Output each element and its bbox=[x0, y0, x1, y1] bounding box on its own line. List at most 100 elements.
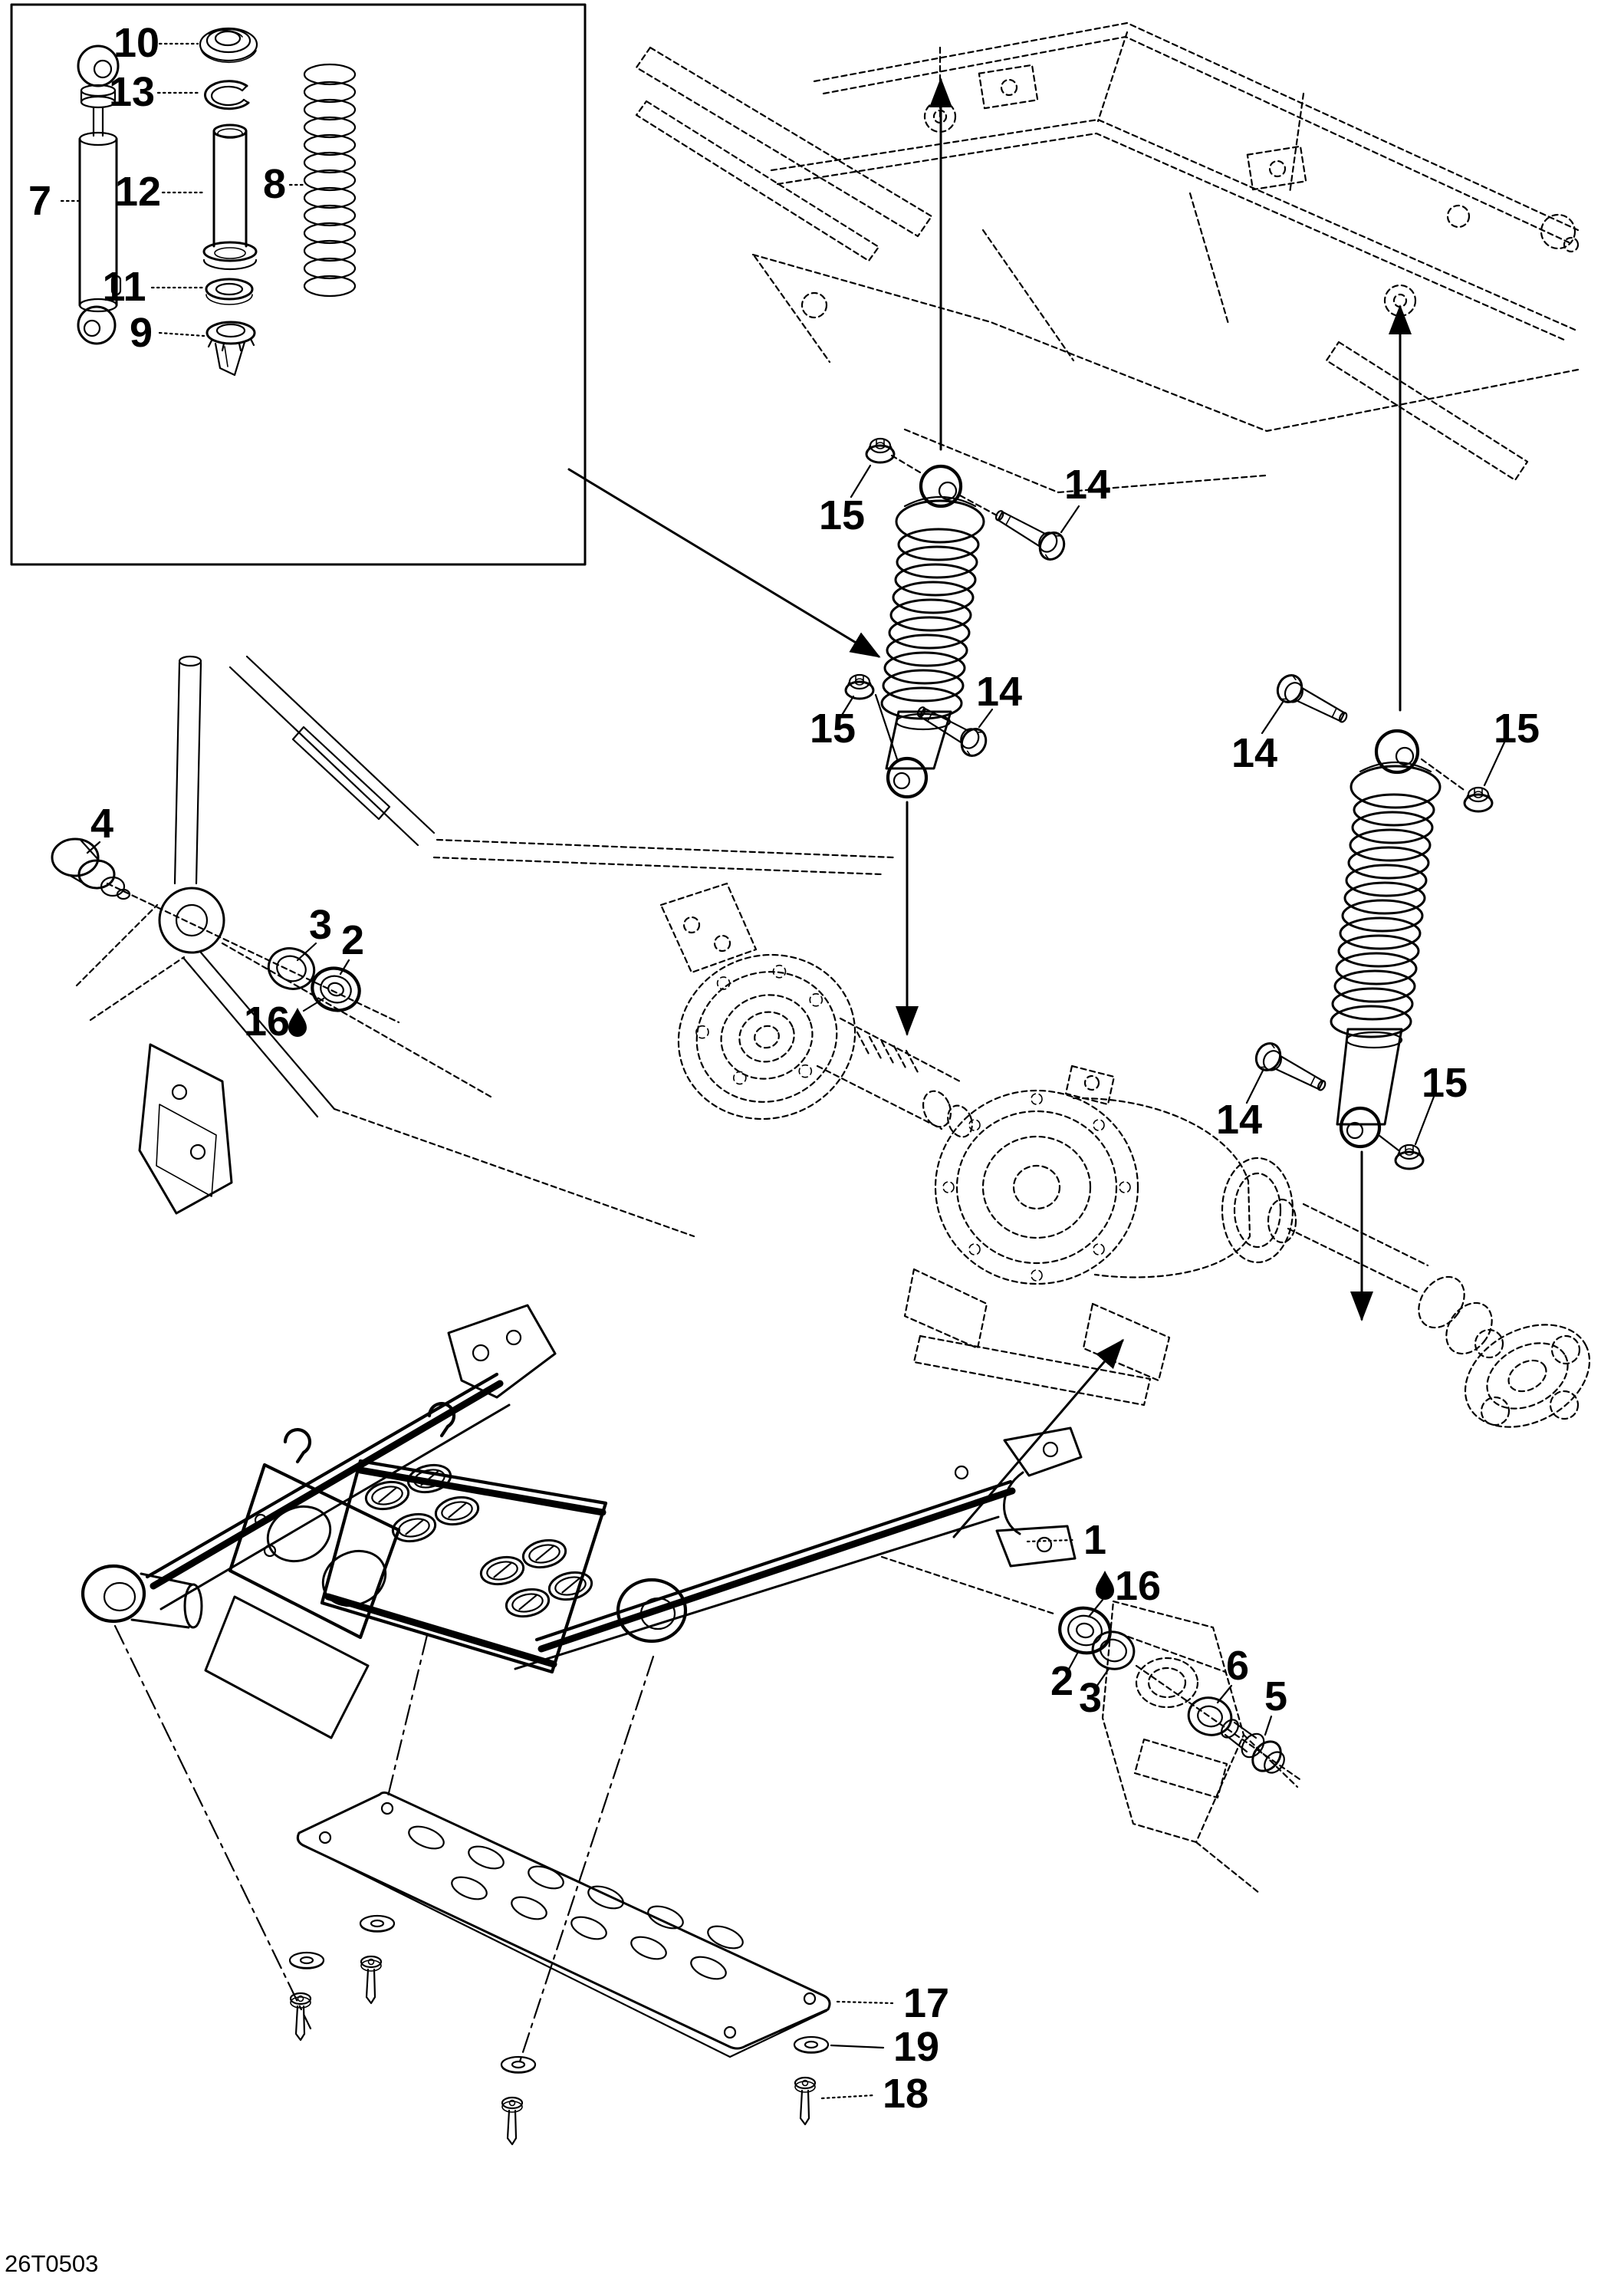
leader-18 bbox=[820, 2094, 876, 2100]
callout-15-lower-right: 15 bbox=[1422, 1060, 1468, 1106]
part-7-damper bbox=[77, 44, 122, 345]
cable-hook bbox=[427, 1402, 456, 1438]
callout-9: 9 bbox=[130, 310, 153, 356]
vehicle-frame-reference bbox=[635, 21, 1580, 494]
part-2-bearing-right bbox=[1058, 1606, 1112, 1655]
leader-14-lower-right bbox=[1245, 1068, 1265, 1104]
leader-15-upper-left bbox=[850, 464, 872, 499]
alignment-axis-2 bbox=[386, 1634, 429, 1798]
grease-droplet-icon bbox=[288, 1008, 307, 1037]
rear-axle-assembly-reference bbox=[659, 882, 1591, 1428]
leader-4 bbox=[86, 841, 101, 854]
callout-2-left: 2 bbox=[341, 917, 364, 963]
part-18-screw bbox=[794, 2076, 817, 2126]
callout-17: 17 bbox=[903, 1980, 949, 2026]
leader-15-lower-right bbox=[1414, 1095, 1435, 1146]
part-4-pivot-plug bbox=[51, 837, 131, 900]
axis-left-bearing-set bbox=[106, 882, 400, 1024]
callout-3-right: 3 bbox=[1079, 1675, 1102, 1721]
part-8-coil-spring bbox=[303, 63, 357, 298]
part-15-nut-lower-right bbox=[1394, 1143, 1425, 1170]
callout-14-lower-left: 14 bbox=[976, 669, 1022, 715]
part-6-washer bbox=[1187, 1696, 1233, 1736]
swing-arm-upper-bracket bbox=[447, 1304, 557, 1399]
part-18-screw bbox=[360, 1955, 383, 2005]
callout-11: 11 bbox=[102, 264, 146, 310]
part-14-bolt-upper-left bbox=[988, 502, 1070, 565]
right-shock-absorber-assembly: 14 15 14 15 bbox=[1216, 304, 1540, 1321]
leader-14-upper-left bbox=[1060, 505, 1080, 534]
callout-16-right: 16 bbox=[1115, 1563, 1161, 1609]
callout-18: 18 bbox=[883, 2071, 929, 2117]
part-15-nut-lower-left bbox=[844, 673, 875, 700]
left-shock-absorber-assembly: 15 14 15 14 bbox=[810, 77, 1110, 1036]
callout-15-upper-right: 15 bbox=[1494, 706, 1540, 752]
part-17-skid-plate bbox=[296, 1791, 831, 2058]
callout-14-lower-right: 14 bbox=[1216, 1097, 1262, 1143]
differential-housing bbox=[934, 1064, 1297, 1285]
leader-15-ul-dashed bbox=[890, 454, 922, 474]
part-12-sleeve bbox=[202, 123, 258, 271]
alignment-axis-1 bbox=[113, 1624, 312, 2030]
inset-detail-box: 7 10 13 12 11 9 8 bbox=[10, 3, 587, 566]
leader-14-lower-left bbox=[978, 708, 994, 729]
drawing-code: 26T0503 bbox=[5, 2250, 98, 2277]
leader-2-left bbox=[339, 959, 350, 976]
axis-15-ur bbox=[1420, 758, 1468, 793]
leader-15-lower-left bbox=[840, 695, 855, 718]
axis-right-bearing-set bbox=[880, 1555, 1055, 1615]
leader-14-upper-right bbox=[1261, 699, 1285, 735]
grease-droplet-icon bbox=[1096, 1571, 1114, 1600]
part-1-swing-arm bbox=[81, 1304, 1083, 1739]
part-11-washer bbox=[205, 278, 254, 305]
leader-5 bbox=[1264, 1715, 1273, 1736]
callout-12: 12 bbox=[115, 169, 161, 215]
leader-17 bbox=[836, 2000, 894, 2005]
swing-arm-rear-fork bbox=[954, 1426, 1083, 1568]
swing-arm-lower-tab bbox=[204, 1595, 370, 1739]
part-15-nut-upper-left bbox=[865, 437, 896, 464]
axis-14-ul bbox=[958, 494, 998, 517]
part-19-washer bbox=[359, 1914, 396, 1933]
leader-9 bbox=[158, 331, 205, 337]
callout-3-left: 3 bbox=[309, 902, 332, 948]
part-3-seal-left bbox=[267, 947, 316, 990]
callout-5: 5 bbox=[1264, 1673, 1287, 1719]
leader-16-left bbox=[302, 997, 325, 1012]
callout-14-upper-right: 14 bbox=[1231, 730, 1277, 776]
leader-6 bbox=[1216, 1684, 1233, 1704]
swing-arm-to-axle-arrow bbox=[952, 1338, 1124, 1538]
left-frame-reference bbox=[75, 655, 895, 1238]
callout-15-upper-left: 15 bbox=[819, 492, 865, 538]
callout-1: 1 bbox=[1083, 1517, 1106, 1563]
callout-16-left: 16 bbox=[244, 999, 290, 1045]
part-14-bolt-upper-right bbox=[1272, 670, 1354, 731]
part-9-adjusting-ring bbox=[205, 321, 256, 377]
axle-splines bbox=[856, 1031, 920, 1075]
part-5-bolt bbox=[1221, 1719, 1285, 1774]
callout-8: 8 bbox=[263, 161, 286, 207]
leader-2-right bbox=[1066, 1650, 1080, 1673]
leader-3-right bbox=[1093, 1667, 1110, 1690]
leader-16-right bbox=[1087, 1598, 1104, 1618]
output-yoke-and-hub bbox=[1287, 1203, 1591, 1428]
leader-19 bbox=[830, 2044, 885, 2049]
part-19-washer bbox=[500, 2055, 537, 2075]
brake-disc bbox=[677, 953, 856, 1120]
swing-arm-center-plate bbox=[320, 1459, 608, 1674]
part-15-nut-upper-right bbox=[1463, 786, 1494, 813]
cable-hook bbox=[283, 1428, 312, 1464]
inset-reference-arrow bbox=[567, 468, 881, 658]
callout-13: 13 bbox=[109, 69, 155, 115]
callout-10: 10 bbox=[113, 20, 159, 66]
part-19-washer bbox=[793, 2035, 830, 2055]
callout-2-right: 2 bbox=[1050, 1658, 1073, 1704]
part-19-washer bbox=[288, 1951, 325, 1970]
leader-3-left bbox=[296, 942, 317, 962]
callout-15-lower-left: 15 bbox=[810, 706, 856, 752]
leader-15-upper-right bbox=[1483, 741, 1506, 787]
differential-mount-bracket bbox=[903, 1268, 1171, 1407]
callout-6: 6 bbox=[1226, 1643, 1249, 1689]
part-10-spring-cap bbox=[199, 27, 258, 64]
